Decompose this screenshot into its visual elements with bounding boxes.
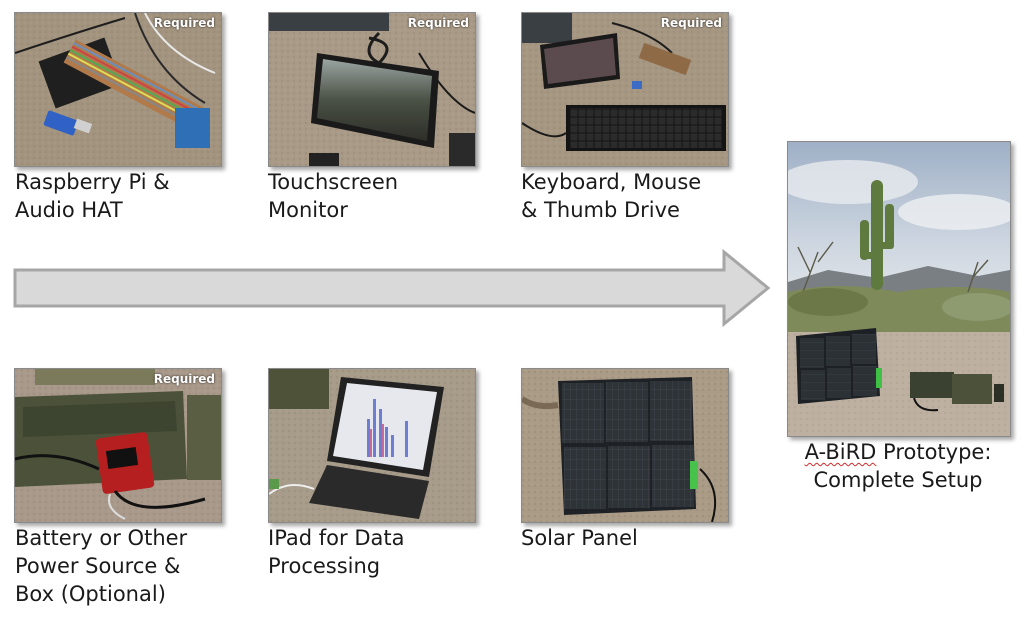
- prototype-name: A-BiRD: [804, 440, 877, 464]
- caption-line: Touchscreen: [268, 170, 399, 194]
- caption-line: Audio HAT: [15, 198, 123, 222]
- required-badge: Required: [153, 16, 215, 30]
- caption-line: Complete Setup: [813, 468, 983, 492]
- caption-line: Box (Optional): [15, 582, 166, 606]
- caption-raspberry-pi: Raspberry Pi & Audio HAT: [15, 168, 170, 224]
- required-badge: Required: [153, 372, 215, 386]
- photo-solar: [521, 368, 729, 523]
- caption-line: IPad for Data: [268, 526, 405, 550]
- caption-line: Battery or Other: [15, 526, 188, 550]
- caption-battery: Battery or Other Power Source & Box (Opt…: [15, 524, 187, 608]
- caption-ipad: IPad for Data Processing: [268, 524, 404, 580]
- photo-raspberry-pi: Required: [14, 12, 222, 167]
- arrow-shape: [13, 248, 771, 328]
- required-badge: Required: [660, 16, 722, 30]
- caption-complete-setup: A-BiRD Prototype: Complete Setup: [787, 438, 1009, 494]
- caption-line: Raspberry Pi &: [15, 170, 170, 194]
- solar-image: [522, 369, 728, 522]
- touchscreen-image: [269, 13, 475, 166]
- caption-line: Solar Panel: [521, 526, 638, 550]
- caption-line: Monitor: [268, 198, 348, 222]
- photo-complete-setup: [787, 141, 1011, 437]
- caption-text: Prototype:: [876, 440, 992, 464]
- caption-solar: Solar Panel: [521, 524, 638, 552]
- ipad-image: [269, 369, 475, 522]
- raspberry-pi-image: [15, 13, 221, 166]
- photo-touchscreen: Required: [268, 12, 476, 167]
- photo-ipad: [268, 368, 476, 523]
- caption-line: & Thumb Drive: [521, 198, 680, 222]
- required-badge: Required: [407, 16, 469, 30]
- battery-image: [15, 369, 221, 522]
- caption-line: A-BiRD Prototype:: [787, 438, 1009, 466]
- caption-line: Keyboard, Mouse: [521, 170, 702, 194]
- caption-touchscreen: Touchscreen Monitor: [268, 168, 398, 224]
- complete-setup-image: [788, 142, 1010, 436]
- caption-keyboard: Keyboard, Mouse & Thumb Drive: [521, 168, 701, 224]
- flow-arrow: [13, 248, 771, 328]
- caption-line: Processing: [268, 554, 381, 578]
- keyboard-image: [522, 13, 728, 166]
- caption-line: Power Source &: [15, 554, 181, 578]
- photo-keyboard: Required: [521, 12, 729, 167]
- photo-battery: Required: [14, 368, 222, 523]
